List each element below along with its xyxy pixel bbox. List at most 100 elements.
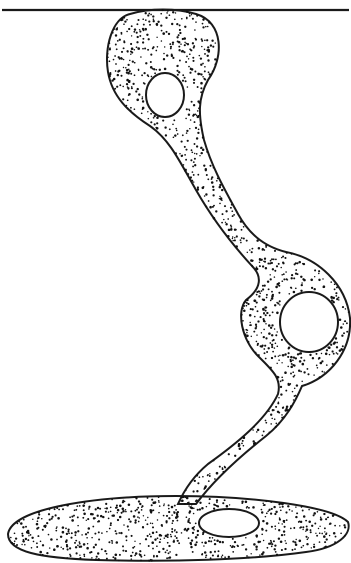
stipple-dot — [277, 302, 279, 304]
stipple-dot — [318, 270, 320, 272]
stipple-dot — [127, 64, 129, 66]
stipple-dot — [270, 540, 272, 542]
stipple-dot — [174, 505, 176, 507]
stipple-dot — [196, 541, 198, 543]
middle-nucleus — [280, 292, 338, 352]
stipple-dot — [256, 341, 258, 343]
stipple-dot — [148, 21, 150, 23]
stipple-dot — [334, 288, 336, 290]
stipple-dot — [160, 539, 162, 541]
stipple-dot — [197, 482, 199, 484]
stipple-dot — [142, 100, 144, 102]
stipple-dot — [263, 336, 265, 338]
stipple-dot — [142, 48, 144, 50]
stipple-dot — [46, 552, 48, 554]
stipple-dot — [134, 541, 135, 542]
stipple-dot — [46, 522, 48, 524]
stipple-dot — [42, 529, 44, 531]
stipple-dot — [90, 559, 92, 561]
stipple-dot — [209, 165, 211, 167]
stipple-dot — [270, 278, 272, 280]
stipple-dot — [137, 516, 139, 518]
stipple-dot — [197, 530, 199, 532]
stipple-dot — [164, 537, 166, 539]
stipple-dot — [188, 108, 190, 110]
stipple-dot — [201, 40, 203, 42]
stipple-dot — [207, 178, 209, 180]
stipple-dot — [232, 236, 233, 237]
stipple-dot — [62, 548, 64, 550]
stipple-dot — [117, 27, 119, 29]
stipple-dot — [252, 429, 254, 431]
stipple-dot — [302, 510, 304, 512]
stipple-dot — [296, 512, 298, 514]
stipple-dot — [227, 218, 229, 220]
stipple-dot — [115, 554, 118, 557]
stipple-dot — [294, 357, 296, 359]
stipple-dot — [134, 28, 136, 30]
stipple-dot — [176, 515, 179, 518]
stipple-dot — [23, 519, 25, 521]
stipple-dot — [95, 558, 97, 560]
stipple-dot — [263, 320, 265, 322]
stipple-dot — [157, 46, 159, 48]
stipple-dot — [84, 502, 86, 504]
stipple-dot — [37, 517, 39, 519]
stipple-dot — [174, 134, 176, 136]
stipple-dot — [265, 314, 267, 316]
stipple-dot — [14, 532, 16, 534]
stipple-dot — [122, 98, 124, 100]
stipple-dot — [204, 78, 206, 80]
stipple-dot — [202, 63, 204, 65]
stipple-dot — [273, 258, 275, 260]
stipple-dot — [122, 86, 124, 88]
stipple-dot — [112, 514, 115, 517]
stipple-dot — [62, 531, 65, 534]
stipple-dot — [291, 274, 293, 276]
stipple-dot — [171, 23, 173, 25]
stipple-dot — [212, 46, 214, 48]
stipple-dot — [198, 115, 200, 117]
stipple-dot — [274, 418, 276, 420]
stipple-dot — [97, 507, 99, 509]
stipple-dot — [204, 485, 206, 487]
stipple-dot — [344, 320, 346, 322]
stipple-dot — [155, 50, 157, 52]
stipple-dot — [154, 538, 156, 540]
stipple-dot — [268, 543, 270, 545]
stipple-dot — [117, 519, 119, 521]
stipple-dot — [281, 362, 282, 363]
stipple-dot — [27, 530, 30, 533]
stipple-dot — [184, 154, 186, 156]
stipple-dot — [206, 174, 208, 176]
stipple-dot — [190, 176, 192, 178]
stipple-dot — [281, 339, 283, 341]
stipple-dot — [295, 272, 297, 274]
stipple-dot — [252, 308, 254, 310]
stipple-dot — [134, 74, 136, 76]
stipple-dot — [168, 557, 170, 559]
stipple-dot — [142, 18, 144, 20]
stipple-dot — [172, 124, 174, 126]
stipple-dot — [249, 314, 252, 317]
stipple-dot — [234, 237, 235, 238]
stipple-dot — [197, 100, 199, 102]
stipple-dot — [82, 505, 84, 507]
basal-cell-outline — [8, 496, 349, 561]
stipple-dot — [93, 546, 95, 548]
stipple-dot — [221, 189, 223, 191]
stipple-dot — [104, 550, 106, 552]
stipple-dot — [285, 390, 287, 392]
stipple-dot — [284, 353, 286, 355]
stipple-dot — [334, 541, 336, 543]
stipple-dot — [125, 509, 127, 511]
stipple-dot — [101, 532, 103, 534]
stipple-dot — [171, 506, 174, 509]
stipple-dot — [193, 79, 195, 81]
stipple-dot — [253, 426, 255, 428]
stipple-dot — [232, 538, 234, 540]
stipple-dot — [134, 555, 136, 557]
stipple-dot — [312, 357, 314, 359]
stipple-dot — [98, 538, 100, 540]
